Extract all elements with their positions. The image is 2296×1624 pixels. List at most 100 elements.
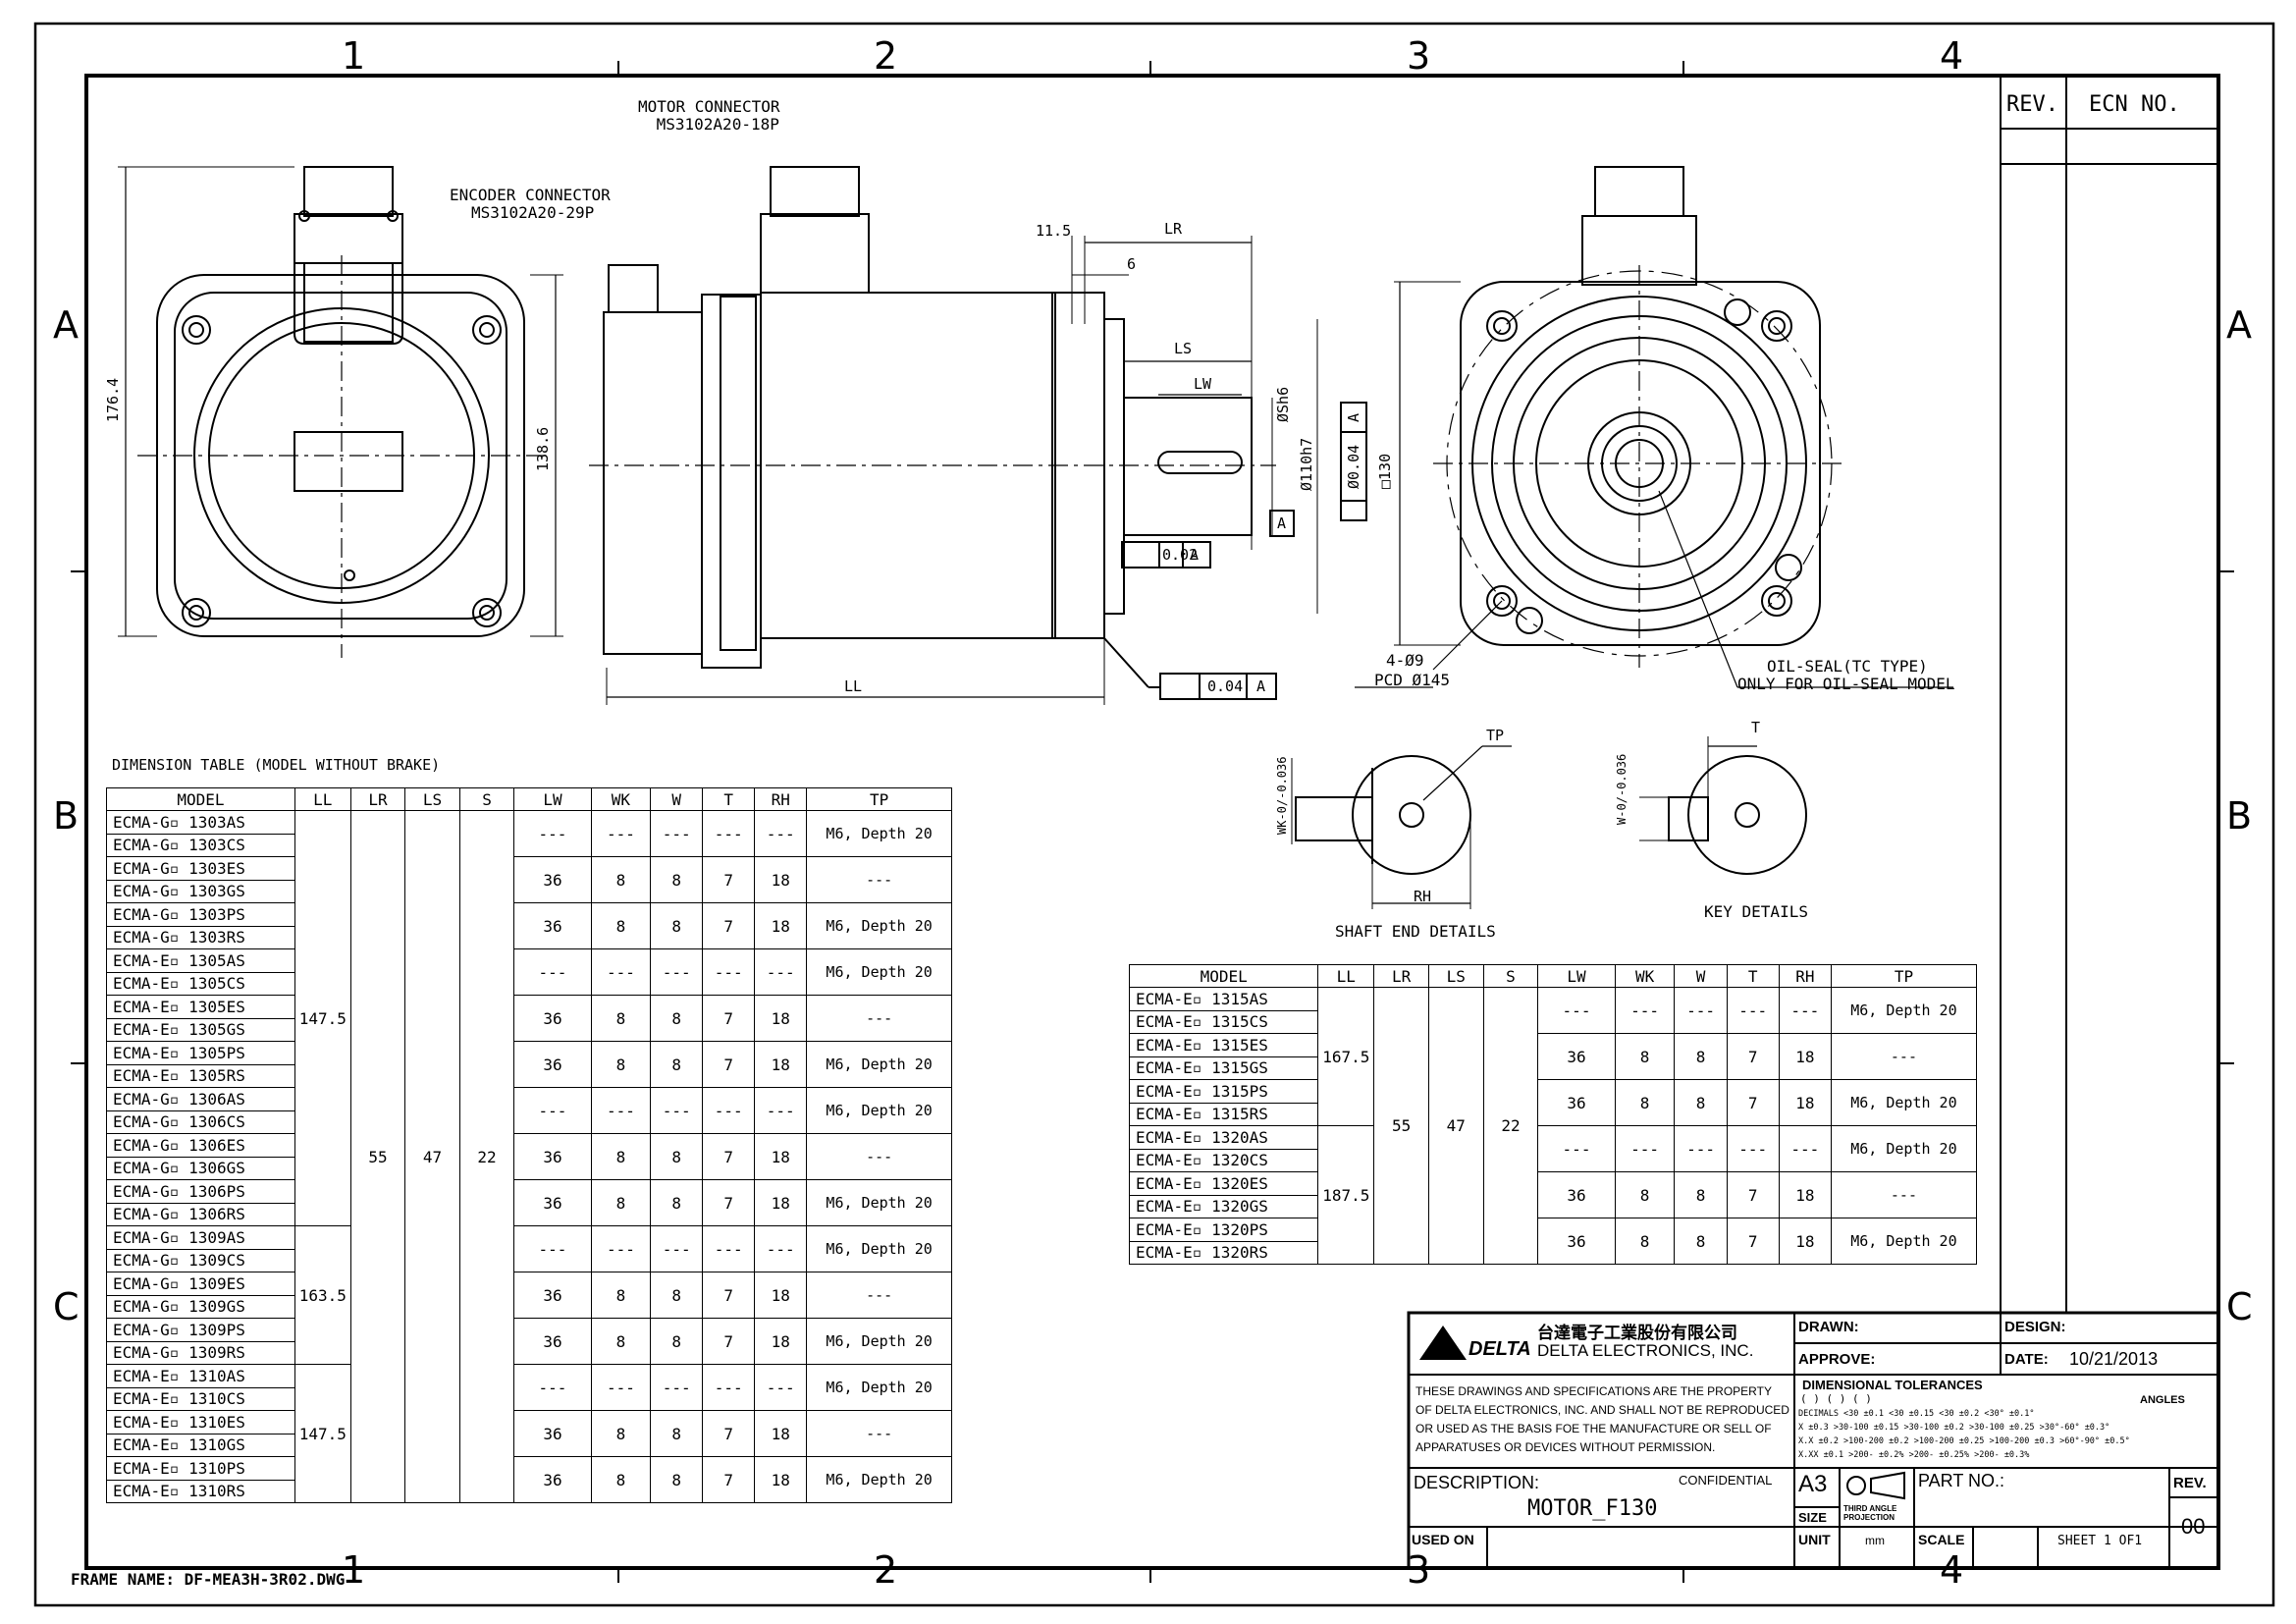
scale-label: SCALE [1918,1532,1965,1547]
value-cell: --- [754,1087,808,1134]
value-cell: M6, Depth 20 [806,948,952,996]
value-cell: --- [1674,1125,1728,1172]
value-cell: 36 [513,1179,592,1226]
dim-s: ØSh6 [1274,386,1292,422]
table-row: ECMA-G▫ 1306RS [106,1202,952,1226]
front-view [118,166,563,658]
angles-label: ANGLES [2140,1394,2185,1406]
model-cell: ECMA-G▫ 1309GS [106,1294,295,1319]
value-cell: 7 [702,1456,756,1503]
tolerances-title: DIMENSIONAL TOLERANCES [1802,1378,1983,1392]
oil-seal-label: OIL-SEAL(TC TYPE) ONLY FOR OIL-SEAL MODE… [1737,657,1955,694]
tolerance-lines: DECIMALS <30 ±0.1 <30 ±0.15 <30 ±0.2 <30… [1798,1407,2130,1462]
value-cell: 7 [1726,1079,1780,1126]
model-cell: ECMA-E▫ 1305PS [106,1041,295,1065]
model-cell: ECMA-E▫ 1320RS [1128,1240,1319,1265]
table-row: ECMA-E▫ 1315RS [1128,1102,1977,1126]
column-header: MODEL [106,787,295,811]
size-value: A3 [1798,1471,1828,1497]
column-header: RH [1778,964,1832,988]
value-cell: 36 [1537,1079,1616,1126]
column-header: LR [1373,964,1429,988]
rev-label: REV. [2173,1475,2207,1491]
value-cell: 18 [754,1318,808,1365]
value-cell: 36 [1537,1218,1616,1265]
value-cell: --- [754,810,808,857]
table-row: ECMA-E▫ 1305GS [106,1017,952,1042]
value-cell: --- [513,1225,592,1272]
value-cell: --- [1778,1125,1832,1172]
model-cell: ECMA-E▫ 1305AS [106,948,295,973]
motor-connector-label: MOTOR CONNECTOR MS3102A20-18P [638,97,780,135]
used-on-label: USED ON [1412,1532,1474,1547]
column-header: W [1674,964,1728,988]
dim-11-5: 11.5 [1036,222,1072,240]
dimension-table-title: DIMENSION TABLE (MODEL WITHOUT BRAKE) [112,756,441,774]
model-cell: ECMA-G▫ 1309CS [106,1248,295,1272]
value-cell: 7 [1726,1033,1780,1080]
value-cell: 7 [1726,1171,1780,1218]
zone-right-b: B [2226,794,2253,838]
model-cell: ECMA-E▫ 1310PS [106,1456,295,1481]
concentricity-value: Ø0.04 [1345,444,1362,489]
ll-cell: 147.5 [294,1364,351,1503]
column-header: LS [1427,964,1484,988]
inner-frame [84,74,2220,1570]
perp-ref: A [1256,677,1266,695]
model-cell: ECMA-G▫ 1309ES [106,1272,295,1296]
motor-connector-part: MS3102A20-18P [656,115,779,135]
value-cell: --- [806,856,952,903]
value-cell: --- [650,1087,704,1134]
column-header: LR [349,787,406,811]
zone-top-1: 1 [342,34,366,78]
s-cell: 22 [1482,987,1539,1265]
model-cell: ECMA-E▫ 1320CS [1128,1148,1319,1172]
model-cell: ECMA-G▫ 1303PS [106,902,295,927]
value-cell: 8 [650,995,704,1042]
model-cell: ECMA-E▫ 1310CS [106,1386,295,1411]
table-row: ECMA-E▫ 1310RS [106,1479,952,1503]
notice-line: OF DELTA ELECTRONICS, INC. AND SHALL NOT… [1415,1403,1789,1417]
s-cell: 22 [458,810,515,1503]
model-cell: ECMA-G▫ 1306GS [106,1156,295,1180]
value-cell: --- [754,948,808,996]
zone-top-2: 2 [874,34,898,78]
table-row: ECMA-E▫ 1315CS [1128,1009,1977,1034]
zone-bottom-4: 4 [1940,1548,1964,1592]
tolerance-line: X.X ±0.2 >100-200 ±0.2 >100-200 ±0.25 >1… [1798,1436,2130,1446]
value-cell: --- [1674,987,1728,1034]
value-cell: 18 [754,1272,808,1319]
shaft-end-title: SHAFT END DETAILS [1335,922,1496,941]
table-row: ECMA-G▫ 1306AS---------------M6, Depth 2… [106,1087,952,1134]
model-cell: ECMA-G▫ 1303ES [106,856,295,881]
value-cell: M6, Depth 20 [1830,1218,1978,1265]
dim-ll: LL [844,677,863,695]
value-cell: --- [650,810,704,857]
table-row: ECMA-E▫ 1305AS---------------M6, Depth 2… [106,948,952,996]
value-cell: 18 [754,1179,808,1226]
value-cell: 8 [590,902,652,949]
value-cell: --- [806,1272,952,1319]
column-header: MODEL [1128,964,1319,988]
value-cell: M6, Depth 20 [806,902,952,949]
value-cell: --- [590,1364,652,1411]
model-cell: ECMA-E▫ 1320ES [1128,1171,1319,1196]
model-cell: ECMA-G▫ 1306PS [106,1179,295,1204]
approve-label: APPROVE: [1798,1351,1876,1368]
model-cell: ECMA-E▫ 1315PS [1128,1079,1319,1104]
column-header: T [1726,964,1780,988]
key-details-title: KEY DETAILS [1704,902,1808,921]
value-cell: --- [806,1410,952,1457]
oil-seal-text: OIL-SEAL(TC TYPE) [1767,657,1928,676]
value-cell: --- [513,948,592,996]
value-cell: 8 [650,1456,704,1503]
column-header: LL [294,787,351,811]
